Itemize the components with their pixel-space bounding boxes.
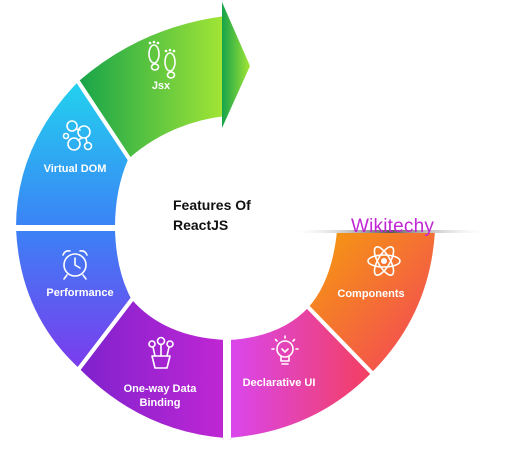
segment-label-one-way-line1: One-way Data (124, 383, 198, 395)
alarm-clock-icon (62, 250, 88, 280)
arrow-head (222, 2, 250, 128)
segment-label-jsx: Jsx (152, 80, 171, 92)
watermark-text: Wikitechy (351, 216, 435, 237)
segment-one-way-data-binding (76, 296, 227, 442)
lightbulb-icon (271, 335, 299, 365)
shadow-line (290, 230, 490, 233)
segment-label-components: Components (337, 288, 404, 300)
molecules-icon (62, 120, 93, 151)
segment-label-declarative-ui: Declarative UI (243, 377, 316, 389)
segment-label-one-way-line2: Binding (140, 397, 181, 409)
footprints-icon (148, 40, 176, 79)
center-title-line2: ReactJS (173, 217, 228, 233)
segment-virtual-dom (12, 78, 132, 229)
segment-label-virtual-dom: Virtual DOM (44, 163, 107, 175)
flower-pot-icon (148, 336, 174, 369)
atom-icon (367, 246, 401, 276)
segment-label-performance: Performance (46, 287, 113, 299)
segment-components (305, 229, 439, 376)
center-title-line1: Features Of (173, 197, 251, 213)
